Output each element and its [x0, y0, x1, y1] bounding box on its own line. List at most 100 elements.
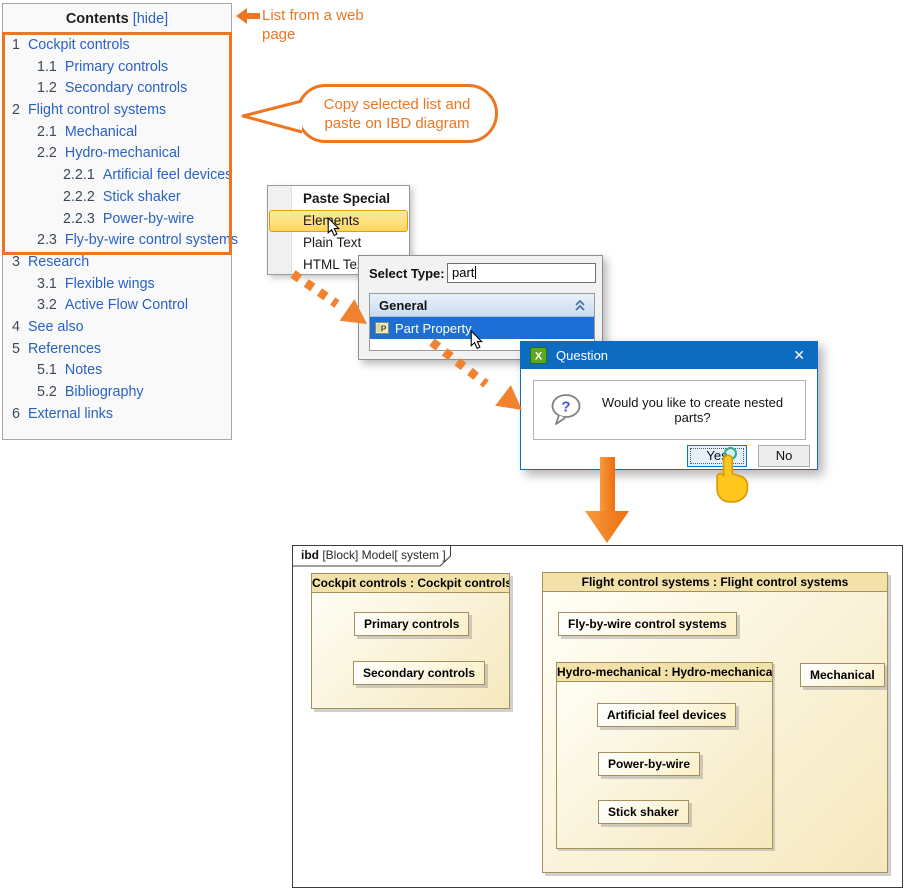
part-secondary-controls[interactable]: Secondary controls — [353, 661, 486, 685]
part-fly-by-wire[interactable]: Fly-by-wire control systems — [558, 612, 737, 636]
part-primary-controls[interactable]: Primary controls — [354, 612, 470, 636]
toc-number: 2 — [12, 102, 20, 119]
toc-item[interactable]: 4 See also — [3, 317, 231, 339]
part-artificial-feel-devices[interactable]: Artificial feel devices — [597, 703, 737, 727]
question-bubble-icon: ? — [551, 394, 581, 425]
block-cockpit-controls[interactable]: Cockpit controls : Cockpit controls — [311, 573, 510, 709]
menu-item-plain-text[interactable]: Plain Text — [303, 235, 362, 250]
toc-item[interactable]: 3.1 Flexible wings — [3, 274, 231, 296]
toc-item[interactable]: 5.1 Notes — [3, 360, 231, 382]
type-filter-input[interactable]: part — [447, 263, 596, 283]
arrow-cursor-icon — [327, 217, 340, 237]
part-power-by-wire[interactable]: Power-by-wire — [598, 752, 701, 776]
toc-item[interactable]: 2.3 Fly-by-wire control systems — [3, 230, 238, 252]
no-button[interactable]: No — [758, 445, 810, 467]
toc-number: 2.2.1 — [63, 167, 95, 184]
group-header-general[interactable]: General — [370, 294, 594, 317]
block-title: Flight control systems : Flight control … — [543, 573, 887, 592]
toc-link[interactable]: Stick shaker — [102, 188, 181, 205]
type-filter-value: part — [452, 265, 475, 280]
diagram-kind: ibd — [301, 548, 319, 562]
hide-link[interactable]: [hide] — [132, 11, 169, 27]
toc-link[interactable]: Power-by-wire — [102, 210, 195, 227]
toc-link[interactable]: References — [27, 340, 102, 357]
toc-link[interactable]: Hydro-mechanical — [64, 145, 181, 162]
toc-item[interactable]: 2.2.3 Power-by-wire — [3, 209, 231, 231]
part-stick-shaker[interactable]: Stick shaker — [598, 800, 689, 824]
toc-item[interactable]: 2 Flight control systems — [3, 100, 231, 122]
part-property-label: Part Property — [395, 320, 472, 336]
svg-text:X: X — [535, 351, 543, 363]
diagram-frame-label: ibd [Block] Model[ system ] — [301, 548, 446, 562]
toc-number: 3.1 — [37, 275, 57, 292]
toc-item[interactable]: 6 External links — [3, 404, 231, 426]
question-dialog-title: Question — [556, 348, 609, 363]
toc-number: 4 — [12, 318, 20, 335]
toc-number: 3.2 — [37, 297, 57, 314]
toc-link[interactable]: Notes — [64, 362, 103, 379]
toc-number: 1.2 — [37, 80, 57, 97]
toc-link[interactable]: Flexible wings — [64, 275, 155, 292]
toc-number: 1.1 — [37, 58, 57, 75]
block-title: Cockpit controls : Cockpit controls — [312, 574, 509, 593]
toc-link[interactable]: Secondary controls — [64, 80, 188, 97]
menu-item-html-text[interactable]: HTML Text — [303, 257, 368, 272]
toc-number: 2.3 — [37, 232, 57, 249]
copy-paste-callout: Copy selected list and paste on IBD diag… — [241, 84, 498, 143]
toc-item[interactable]: 1.2 Secondary controls — [3, 78, 231, 100]
question-dialog: X Question ✕ ? Would you like to create … — [520, 341, 818, 470]
toc-link[interactable]: See also — [27, 318, 84, 335]
toc-link[interactable]: External links — [27, 405, 113, 422]
toc-link[interactable]: Mechanical — [64, 123, 138, 140]
part-property-icon: P — [375, 322, 389, 334]
close-icon[interactable]: ✕ — [793, 347, 805, 363]
text-caret — [475, 266, 477, 279]
list-from-web-annotation: List from a web page — [262, 7, 364, 43]
menu-highlight — [269, 210, 408, 232]
toc-item[interactable]: 5.2 Bibliography — [3, 382, 231, 404]
contents-title: Contents — [65, 11, 129, 27]
callout-tail — [241, 99, 303, 134]
diagram-name-tab — [292, 545, 451, 567]
toc-link[interactable]: Flight control systems — [27, 102, 167, 119]
question-dialog-titlebar[interactable]: X Question ✕ — [521, 342, 817, 369]
toc-item[interactable]: 3.2 Active Flow Control — [3, 295, 231, 317]
toc-link[interactable]: Bibliography — [64, 384, 144, 400]
svg-text:?: ? — [561, 399, 570, 416]
block-title: Hydro-mechanical : Hydro-mechanical — [557, 663, 772, 682]
toc-link[interactable]: Primary controls — [64, 58, 169, 75]
copy-paste-note: Copy selected list and paste on IBD diag… — [323, 95, 471, 132]
toc-item[interactable]: 2.1 Mechanical — [3, 122, 231, 144]
toc-item[interactable]: 1.1 Primary controls — [3, 57, 231, 79]
toc-link[interactable]: Artificial feel devices — [102, 167, 233, 184]
dashed-arrow-to-question — [429, 338, 522, 410]
diagram-context: [Block] Model[ system ] — [319, 548, 446, 562]
svg-text:P: P — [381, 324, 387, 334]
toc-link[interactable]: Research — [27, 253, 90, 270]
left-arrow-icon — [236, 8, 260, 24]
toc-number: 2.2 — [37, 145, 57, 162]
toc-link[interactable]: Cockpit controls — [27, 37, 130, 53]
toc-item[interactable]: 2.2 Hydro-mechanical — [3, 143, 231, 165]
list-item-part-property[interactable]: P Part Property — [370, 317, 594, 339]
toc-link[interactable]: Fly-by-wire control systems — [64, 232, 239, 249]
toc-number: 6 — [12, 405, 20, 422]
question-message-panel: ? Would you like to create nested parts? — [533, 380, 806, 440]
hand-cursor-icon — [716, 454, 749, 503]
menu-header-paste-special: Paste Special — [303, 191, 391, 206]
toc-item[interactable]: 2.2.1 Artificial feel devices — [3, 165, 233, 187]
toc-number: 5.1 — [37, 362, 57, 379]
ibd-diagram-frame[interactable]: ibd [Block] Model[ system ] Cockpit cont… — [292, 545, 903, 888]
toc-link[interactable]: Active Flow Control — [64, 297, 189, 314]
part-mechanical[interactable]: Mechanical — [800, 663, 885, 687]
select-type-label: Select Type: — [369, 266, 445, 281]
toc-number: 2.2.3 — [63, 210, 95, 227]
toc-number: 5.2 — [37, 384, 57, 400]
toc-number: 2.1 — [37, 123, 57, 140]
